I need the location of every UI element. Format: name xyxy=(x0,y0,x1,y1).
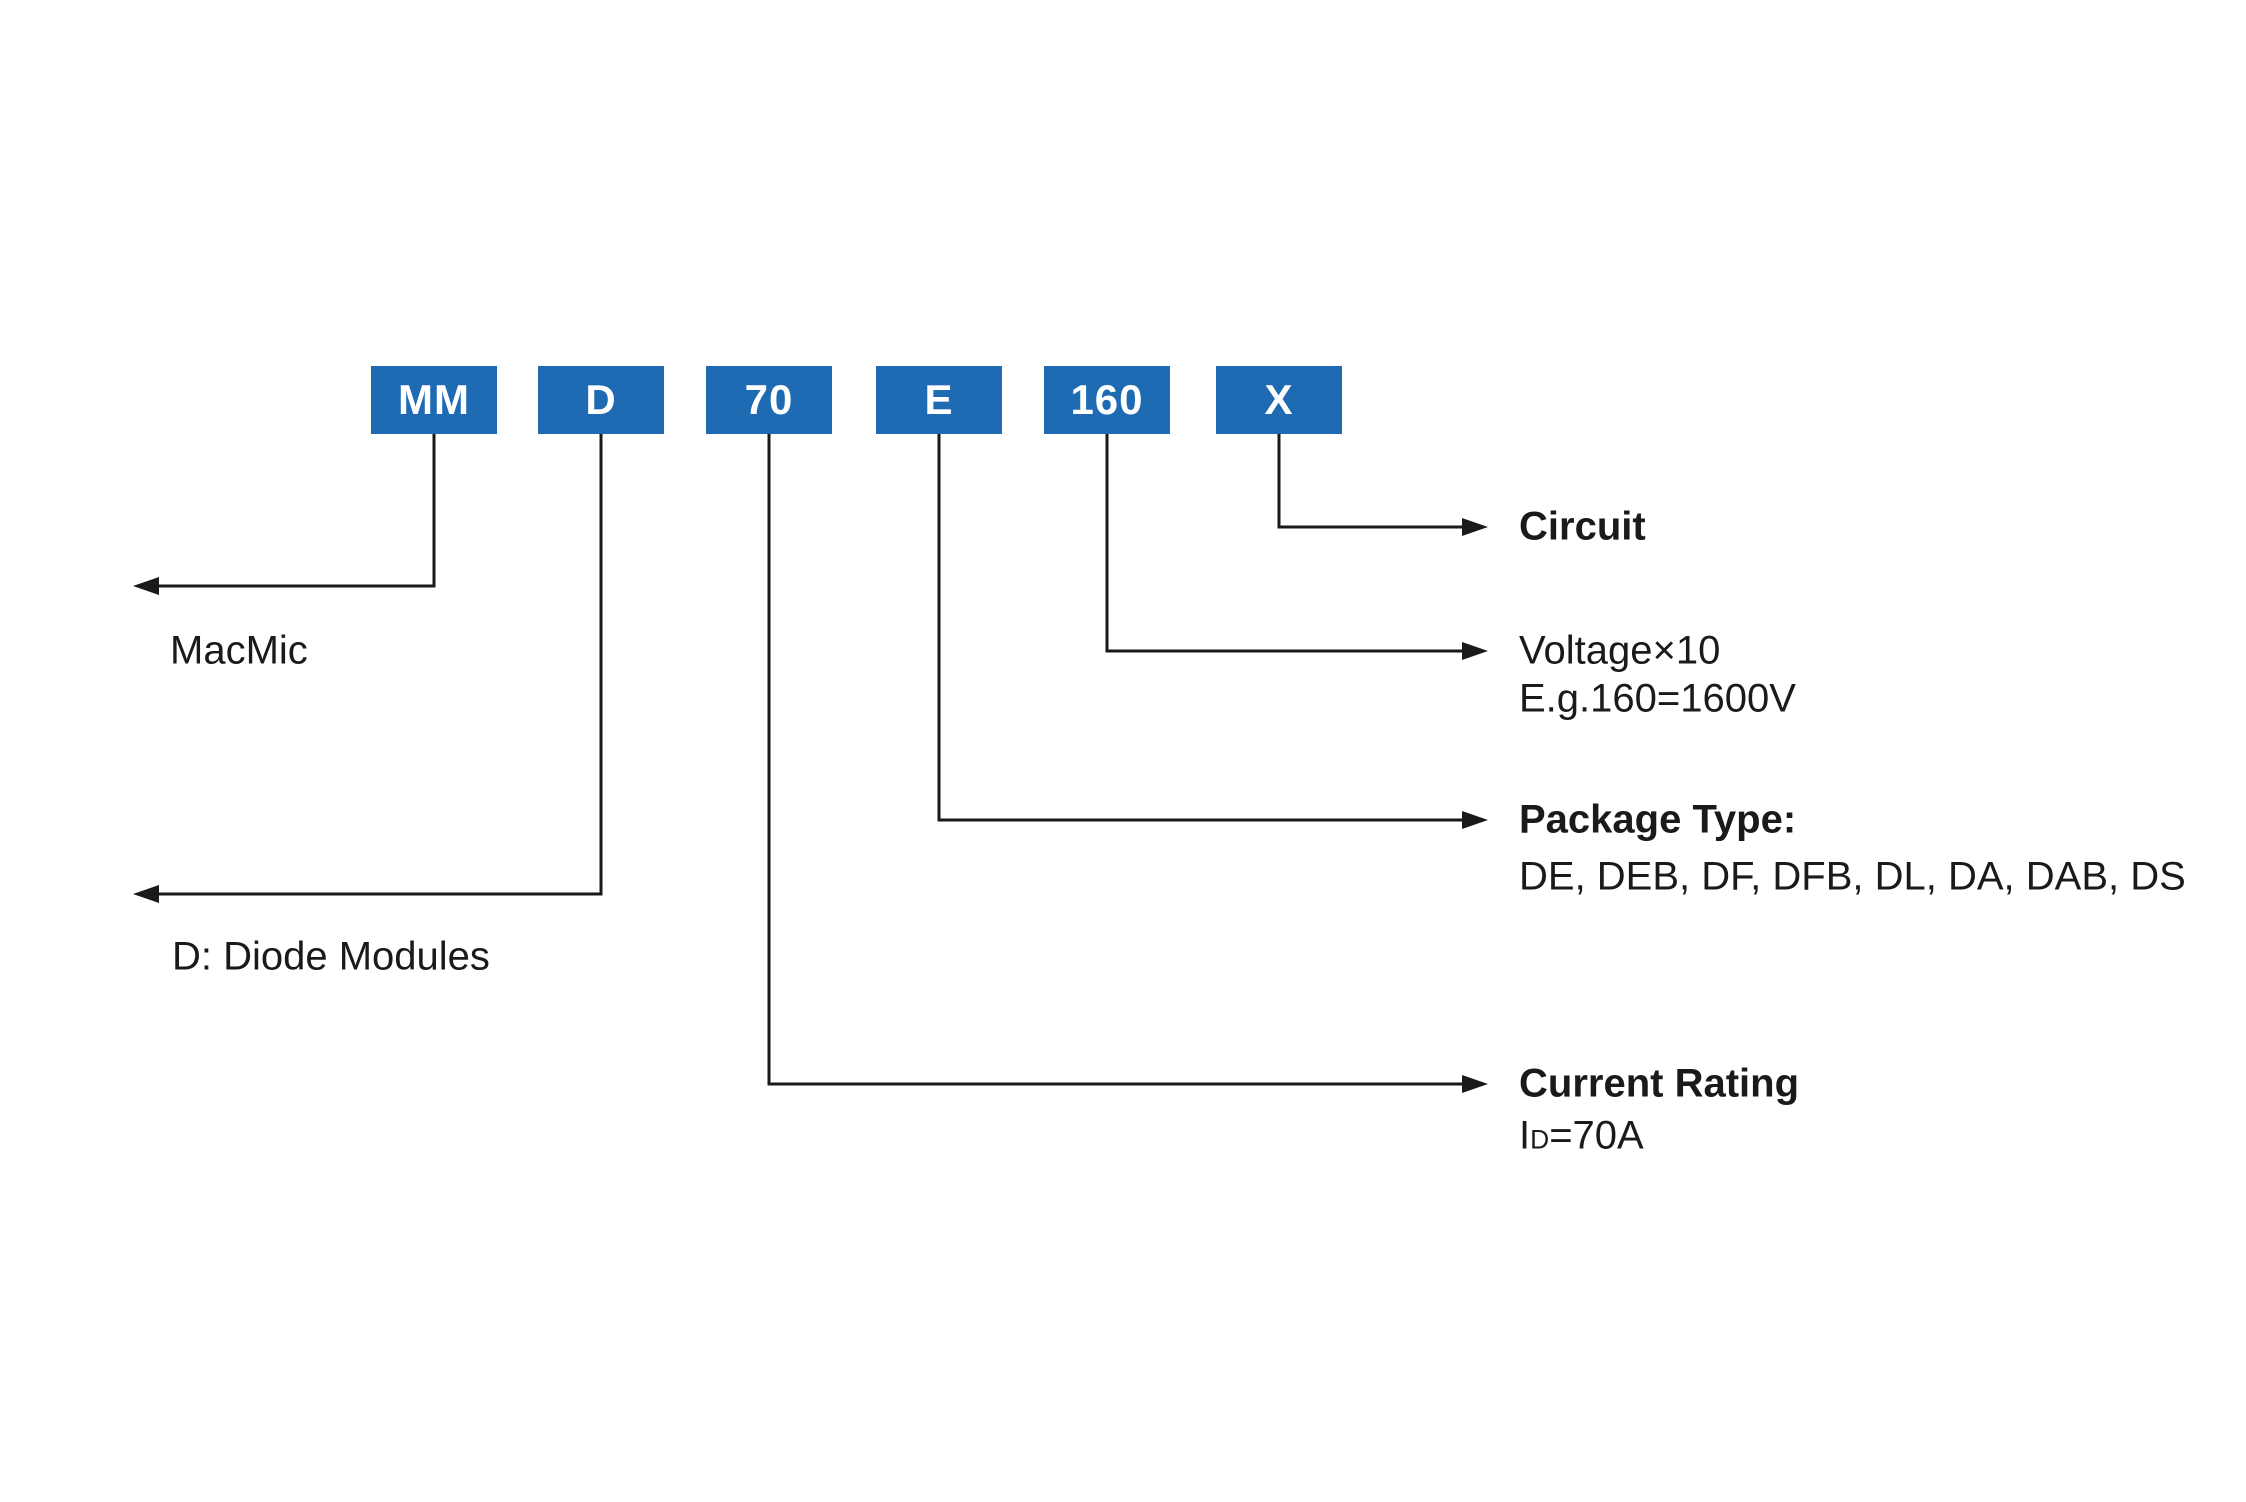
part-segment-mm: MM xyxy=(371,366,497,434)
circuit-label: Circuit xyxy=(1519,504,1646,549)
device-type-label: D: Diode Modules xyxy=(172,934,490,979)
connector-e-line xyxy=(937,434,1463,822)
connector-x-line xyxy=(1277,434,1463,529)
arrow-right-icon xyxy=(1462,1075,1488,1093)
manufacturer-label: MacMic xyxy=(170,628,308,673)
part-segment-d: D xyxy=(538,366,664,434)
current-rating-label: Current Rating xyxy=(1519,1061,1799,1106)
arrow-right-icon xyxy=(1462,518,1488,536)
connector-160-line xyxy=(1105,434,1463,653)
connector-mm-line xyxy=(152,434,436,588)
part-segment-x: X xyxy=(1216,366,1342,434)
connector-d-line xyxy=(152,434,603,896)
package-type-label: Package Type: xyxy=(1519,797,1797,842)
arrow-left-icon xyxy=(133,885,159,903)
current-symbol-subscript: D xyxy=(1530,1124,1550,1155)
current-value-text: =70A xyxy=(1549,1113,1644,1158)
connector-70-line xyxy=(767,434,1463,1086)
voltage-label: Voltage×10 xyxy=(1519,628,1721,673)
current-rating-value: ID=70A xyxy=(1519,1114,1644,1159)
part-segment-e: E xyxy=(876,366,1002,434)
arrow-left-icon xyxy=(133,577,159,595)
package-type-values: DE, DEB, DF, DFB, DL, DA, DAB, DS xyxy=(1519,854,2186,899)
part-segment-160: 160 xyxy=(1044,366,1170,434)
current-symbol: I xyxy=(1519,1113,1531,1158)
arrow-right-icon xyxy=(1462,642,1488,660)
part-segment-70: 70 xyxy=(706,366,832,434)
arrow-right-icon xyxy=(1462,811,1488,829)
voltage-example: E.g.160=1600V xyxy=(1519,676,1796,721)
